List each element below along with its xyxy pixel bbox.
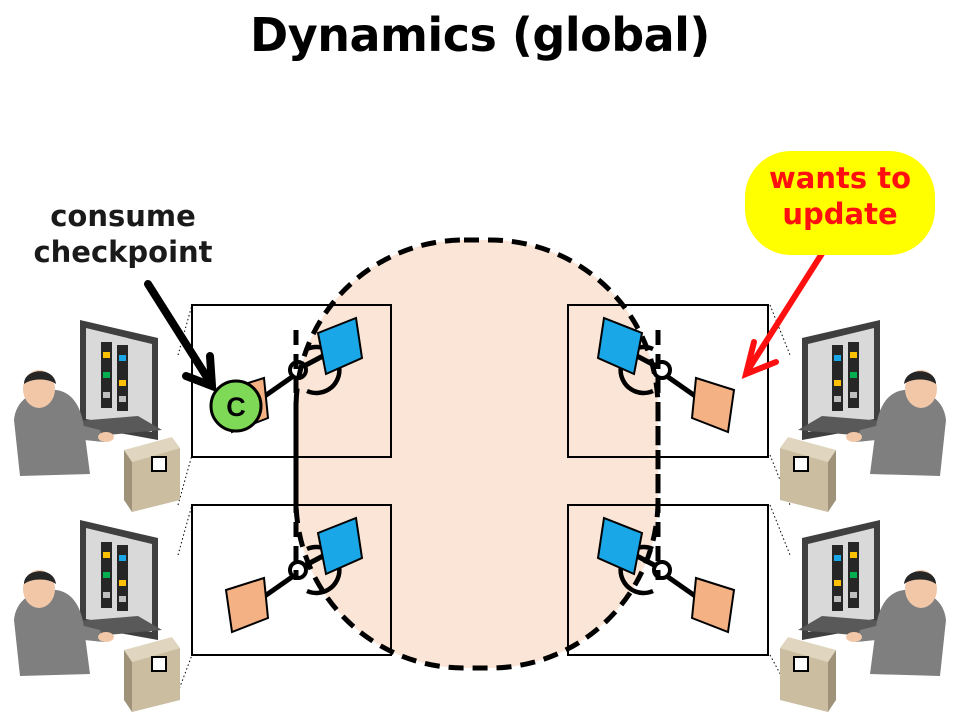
- update-callout-bubble: [745, 151, 935, 255]
- consume-checkpoint-label: consume checkpoint: [18, 198, 228, 271]
- user-at-computer-icon: [779, 519, 947, 713]
- user-at-computer-icon: [13, 319, 181, 513]
- checkpoint-icon: C: [209, 379, 263, 433]
- box-top-right: [567, 304, 769, 458]
- update-arrow: [741, 249, 826, 379]
- wants-to-update-text: wants to update: [768, 161, 911, 232]
- page-title: Dynamics (global): [250, 8, 710, 62]
- box-bottom-left: [191, 504, 392, 656]
- consume-checkpoint-text: consume checkpoint: [33, 199, 213, 270]
- box-bottom-right: [567, 504, 769, 656]
- checkpoint-letter: C: [226, 392, 246, 422]
- consume-arrow: [144, 280, 217, 392]
- user-at-computer-icon: [779, 319, 947, 513]
- user-at-computer-icon: [13, 519, 181, 713]
- wants-to-update-label: wants to update: [745, 160, 935, 233]
